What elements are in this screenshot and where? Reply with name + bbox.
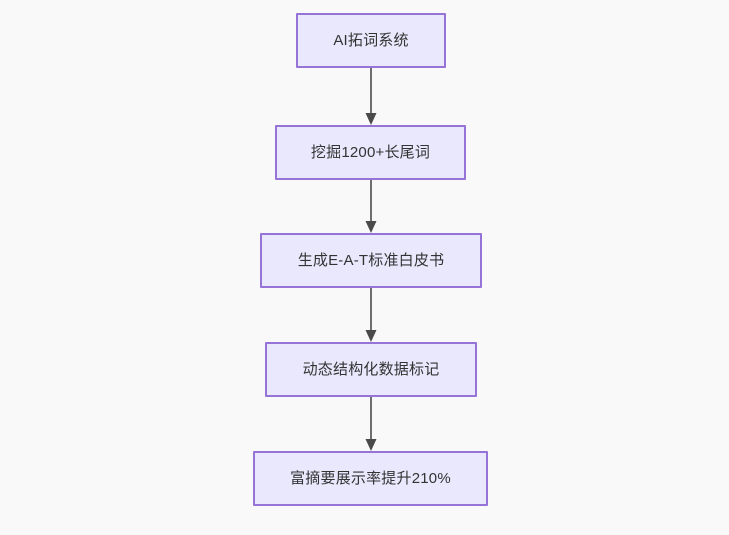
arrowhead-n3-n4: [365, 330, 377, 342]
arrowhead-n2-n3: [365, 221, 377, 233]
flow-node-label: 挖掘1200+长尾词: [310, 143, 431, 161]
flow-node-mine-longtail-keywords[interactable]: 挖掘1200+长尾词: [275, 125, 466, 180]
flow-node-generate-eat-whitepaper[interactable]: 生成E-A-T标准白皮书: [260, 233, 482, 288]
flow-node-label: AI拓词系统: [333, 31, 409, 49]
arrowhead-n4-n5: [365, 439, 377, 451]
flow-node-label: 富摘要展示率提升210%: [290, 469, 451, 487]
arrowhead-n1-n2: [365, 113, 377, 125]
flow-node-dynamic-structured-data-markup[interactable]: 动态结构化数据标记: [265, 342, 477, 397]
flow-node-label: 动态结构化数据标记: [302, 360, 440, 378]
flow-node-label: 生成E-A-T标准白皮书: [297, 251, 445, 269]
flow-node-rich-snippet-impression-uplift[interactable]: 富摘要展示率提升210%: [253, 451, 488, 506]
flow-node-ai-keyword-system[interactable]: AI拓词系统: [296, 13, 446, 68]
